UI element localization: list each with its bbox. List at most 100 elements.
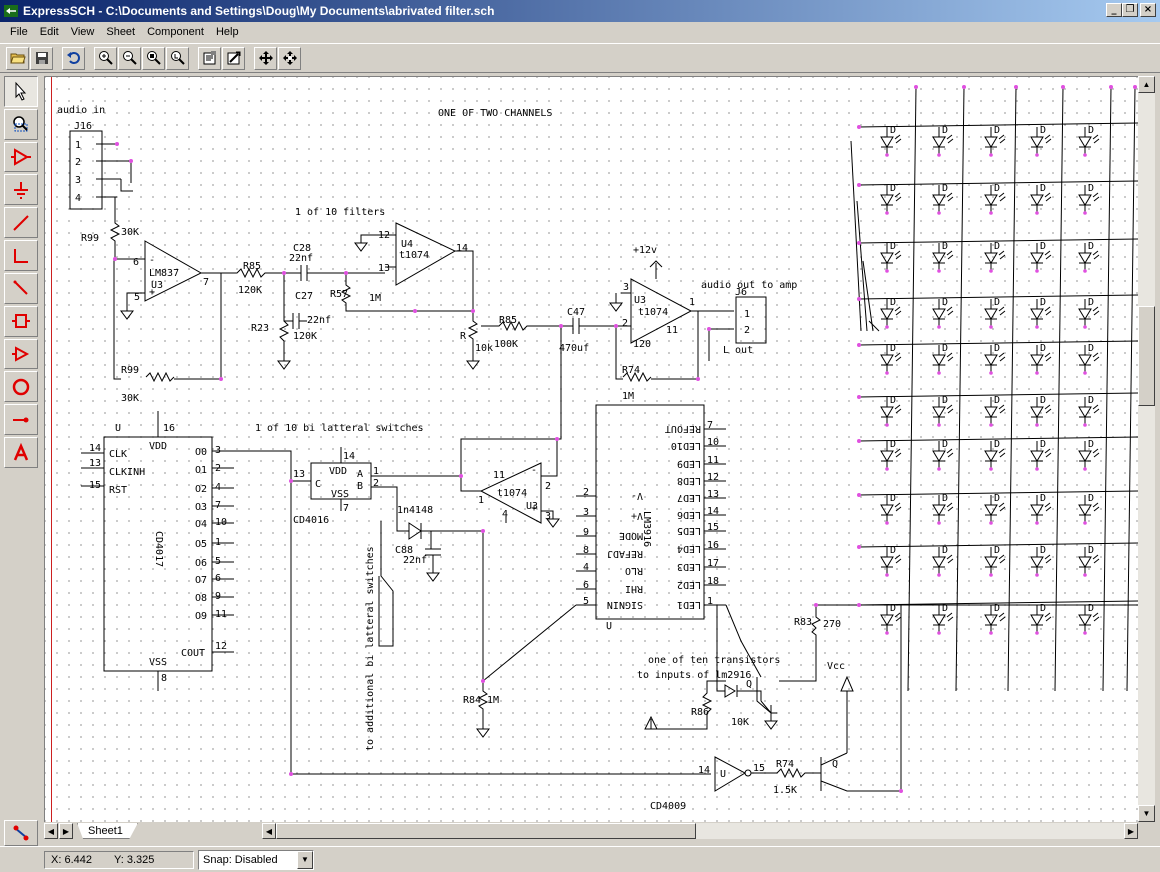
netlist-icon[interactable]	[222, 46, 245, 70]
zoom-area-icon[interactable]	[4, 108, 38, 140]
led-label: D	[890, 183, 896, 194]
tab-prev-icon[interactable]: ◀	[44, 823, 58, 839]
vertical-scrollbar[interactable]: ▲ ▼	[1138, 76, 1155, 822]
close-button[interactable]: ×	[1140, 3, 1156, 17]
cd4017-pin-number: 6	[215, 573, 221, 584]
scroll-right-icon[interactable]: ▶	[1124, 823, 1138, 839]
menu-component[interactable]: Component	[147, 26, 204, 38]
label-switches: 1 of 10 bi latteral switches	[255, 423, 424, 434]
svg-text:2: 2	[744, 325, 750, 336]
led-label: D	[890, 439, 896, 450]
open-folder-icon[interactable]	[6, 46, 29, 70]
zoom-out-icon[interactable]	[118, 46, 141, 70]
svg-text:1M: 1M	[622, 391, 634, 402]
chevron-down-icon[interactable]: ▼	[297, 850, 313, 869]
cd4017-pin-number: 7	[215, 500, 221, 511]
tab-next-icon[interactable]: ▶	[59, 823, 73, 839]
select-arrow-icon[interactable]	[4, 76, 38, 107]
cd4017-pin-number: 4	[215, 482, 221, 493]
led-symbol: D	[932, 125, 954, 157]
label-audio-out: audio out to amp	[701, 280, 797, 291]
svg-text:A: A	[357, 469, 363, 480]
svg-text:2: 2	[545, 481, 551, 492]
save-icon[interactable]	[30, 46, 53, 70]
title-bar: ExpressSCH - C:\Documents and Settings\D…	[0, 0, 1160, 22]
snap-value: Snap: Disabled	[203, 853, 278, 866]
led-label: D	[994, 493, 1000, 504]
led-symbol: D	[1030, 395, 1052, 427]
led-symbol: D	[932, 241, 954, 273]
svg-text:1: 1	[744, 309, 750, 320]
menu-file[interactable]: File	[10, 26, 28, 38]
restore-button[interactable]: ❐	[1122, 3, 1138, 17]
svg-text:120K: 120K	[238, 285, 262, 296]
led-symbol: D	[880, 603, 902, 635]
pan-icon[interactable]	[254, 46, 277, 70]
lm3916-pin-number: 1	[707, 596, 713, 607]
text-icon[interactable]	[4, 437, 38, 468]
svg-text:-: -	[149, 255, 155, 266]
ground-icon[interactable]	[4, 174, 38, 206]
wire-icon[interactable]	[4, 207, 38, 239]
label-transistors1: one of ten transistors	[648, 655, 780, 666]
lm3916-pin-number: 12	[707, 472, 719, 483]
led-symbol: D	[1078, 125, 1100, 157]
led-symbol: D	[1078, 439, 1100, 471]
horizontal-scrollbar[interactable]: ◀ ▶	[262, 823, 1138, 839]
svg-text:1M: 1M	[487, 695, 499, 706]
zoom-fit-icon[interactable]	[166, 46, 189, 70]
svg-text:16: 16	[163, 423, 175, 434]
pin-icon[interactable]	[4, 404, 38, 436]
led-label: D	[1040, 395, 1046, 406]
led-symbol: D	[932, 297, 954, 329]
horizontal-scroll-thumb[interactable]	[276, 823, 696, 839]
led-symbol: D	[1030, 343, 1052, 375]
cd4017-pin-number: 9	[215, 591, 221, 602]
circle-icon[interactable]	[4, 371, 38, 403]
tab-sheet1[interactable]: Sheet1	[77, 823, 138, 839]
led-label: D	[1040, 241, 1046, 252]
junction-icon[interactable]	[4, 820, 38, 846]
menu-view[interactable]: View	[70, 26, 95, 38]
led-label: D	[1088, 545, 1094, 556]
vertical-scroll-thumb[interactable]	[1138, 306, 1155, 406]
label-j16: J16	[74, 121, 92, 132]
led-symbol: D	[932, 545, 954, 577]
menu-edit[interactable]: Edit	[39, 26, 59, 38]
led-label: D	[994, 241, 1000, 252]
led-symbol: D	[984, 545, 1006, 577]
svg-text:t1074: t1074	[497, 488, 527, 499]
scroll-down-icon[interactable]: ▼	[1138, 805, 1155, 822]
led-symbol: D	[880, 395, 902, 427]
svg-text:1: 1	[373, 466, 379, 477]
scroll-up-icon[interactable]: ▲	[1138, 76, 1155, 93]
minimize-button[interactable]: _	[1106, 3, 1122, 17]
bus-icon[interactable]	[4, 240, 38, 271]
scroll-left-icon[interactable]: ◀	[262, 823, 276, 839]
menu-help[interactable]: Help	[215, 26, 239, 38]
menu-sheet[interactable]: Sheet	[106, 26, 136, 38]
diagonal-wire-icon[interactable]	[4, 272, 38, 304]
lm3916-pin-number: 11	[707, 455, 719, 466]
label-transistors2: to inputs of lm2916	[637, 670, 751, 681]
zoom-in-icon[interactable]	[94, 46, 117, 70]
led-symbol: D	[984, 603, 1006, 635]
zoom-window-icon[interactable]	[142, 46, 165, 70]
led-symbol: D	[984, 125, 1006, 157]
snap-select[interactable]: Snap: Disabled ▼	[198, 849, 314, 870]
led-label: D	[1088, 297, 1094, 308]
move-icon[interactable]	[278, 46, 301, 70]
cd4017-output-label: O3	[195, 502, 207, 513]
lm3916-pin-label: RHI	[625, 583, 643, 594]
connector-icon[interactable]	[4, 305, 38, 337]
led-symbol: D	[1030, 439, 1052, 471]
component-icon[interactable]	[4, 141, 38, 173]
undo-icon[interactable]	[62, 46, 85, 70]
lm3916-pin-label: REFADJ	[607, 548, 643, 559]
properties-icon[interactable]	[198, 46, 221, 70]
buffer-icon[interactable]	[4, 338, 38, 370]
lm3916-pin-label: LED10	[671, 440, 701, 451]
svg-text:2: 2	[622, 318, 628, 329]
